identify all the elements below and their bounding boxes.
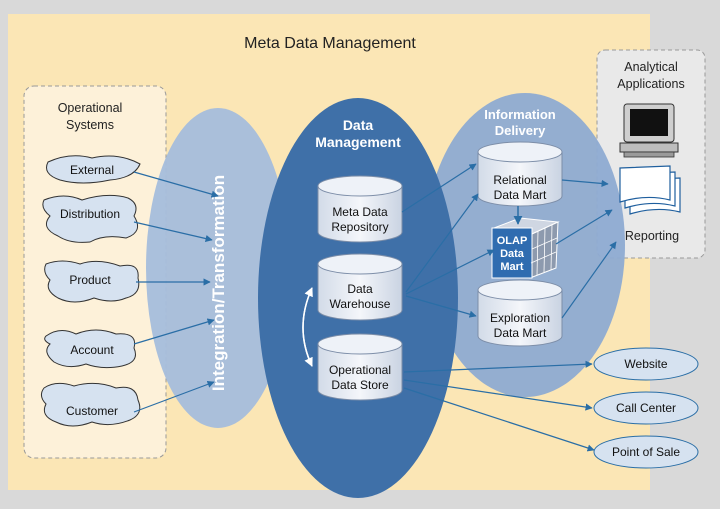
data-management-heading-line1: Data bbox=[343, 117, 374, 133]
arrow-ods-to-pos bbox=[403, 387, 595, 452]
arrow-ods-to-call-center bbox=[403, 379, 593, 411]
arrow-account bbox=[133, 318, 215, 345]
source-distribution-shape bbox=[42, 194, 139, 243]
relational-data-mart: Relational Data Mart bbox=[477, 141, 563, 207]
channel-call-center: Call Center bbox=[593, 391, 699, 425]
analytical-heading-line2: Applications bbox=[617, 77, 684, 91]
information-delivery-heading-line1: Information bbox=[484, 107, 556, 122]
integration-label: Integration/Transformation bbox=[209, 175, 228, 391]
store-meta-data-repository: Meta Data Repository bbox=[317, 175, 403, 243]
source-external-label: External bbox=[70, 163, 114, 177]
store-warehouse-line1: Data bbox=[347, 282, 373, 296]
store-ods-line2: Data Store bbox=[331, 378, 389, 392]
source-account-label: Account bbox=[70, 343, 114, 357]
source-product-label: Product bbox=[69, 273, 111, 287]
arrow-relational-to-reporting bbox=[561, 179, 609, 188]
exploration-line2: Data Mart bbox=[494, 326, 547, 340]
source-distribution-label: Distribution bbox=[60, 207, 120, 221]
arrow-exploration-to-reporting bbox=[561, 241, 617, 319]
page-title: Meta Data Management bbox=[244, 35, 416, 52]
data-management-heading-line2: Management bbox=[315, 134, 401, 150]
operational-heading-line1: Operational bbox=[58, 101, 123, 115]
source-arrows bbox=[133, 171, 219, 413]
arrow-warehouse-to-exploration bbox=[405, 295, 477, 318]
channel-website: Website bbox=[593, 347, 699, 381]
arrow-ods-to-website bbox=[403, 360, 593, 373]
arrow-warehouse-to-olap bbox=[405, 249, 495, 295]
channel-arrows bbox=[403, 360, 595, 452]
arrow-olap-to-reporting bbox=[555, 209, 613, 245]
ods-warehouse-sync-arrow bbox=[302, 287, 313, 367]
olap-line2: Data bbox=[500, 248, 525, 260]
channel-pos-label: Point of Sale bbox=[612, 445, 680, 459]
arrow-warehouse-to-relational bbox=[405, 193, 479, 293]
delivery-arrows bbox=[401, 163, 617, 319]
arrow-distribution bbox=[133, 221, 213, 243]
exploration-data-mart: Exploration Data Mart bbox=[477, 279, 563, 347]
reporting-documents-icon bbox=[619, 165, 681, 215]
store-operational-data-store: Operational Data Store bbox=[317, 333, 403, 401]
olap-cube: OLAP Data Mart bbox=[491, 217, 560, 279]
source-customer-shape bbox=[40, 382, 141, 427]
channel-point-of-sale: Point of Sale bbox=[593, 435, 699, 469]
channel-website-label: Website bbox=[624, 357, 667, 371]
reporting-label: Reporting bbox=[625, 229, 679, 243]
operational-heading-line2: Systems bbox=[66, 118, 114, 132]
store-meta-line2: Repository bbox=[331, 220, 388, 234]
arrow-meta-to-relational bbox=[401, 163, 477, 213]
analytical-heading-line1: Analytical bbox=[624, 60, 678, 74]
source-external-shape bbox=[46, 155, 141, 184]
source-account-shape bbox=[44, 329, 136, 369]
arrow-external bbox=[133, 171, 219, 198]
store-data-warehouse: Data Warehouse bbox=[317, 253, 403, 321]
store-warehouse-line2: Warehouse bbox=[330, 297, 391, 311]
computer-icon bbox=[619, 103, 679, 158]
integration-transformation-ellipse bbox=[146, 108, 290, 428]
channel-call-center-label: Call Center bbox=[616, 401, 676, 415]
source-customer-label: Customer bbox=[66, 404, 118, 418]
olap-line1: OLAP bbox=[497, 235, 528, 247]
relational-line1: Relational bbox=[493, 173, 546, 187]
arrow-customer bbox=[133, 380, 215, 413]
source-product-shape bbox=[44, 260, 140, 303]
relational-line2: Data Mart bbox=[494, 188, 547, 202]
store-meta-line1: Meta Data bbox=[332, 205, 388, 219]
exploration-line1: Exploration bbox=[490, 311, 550, 325]
store-ods-line1: Operational bbox=[329, 363, 391, 377]
olap-line3: Mart bbox=[500, 261, 524, 273]
information-delivery-heading-line2: Delivery bbox=[495, 123, 546, 138]
